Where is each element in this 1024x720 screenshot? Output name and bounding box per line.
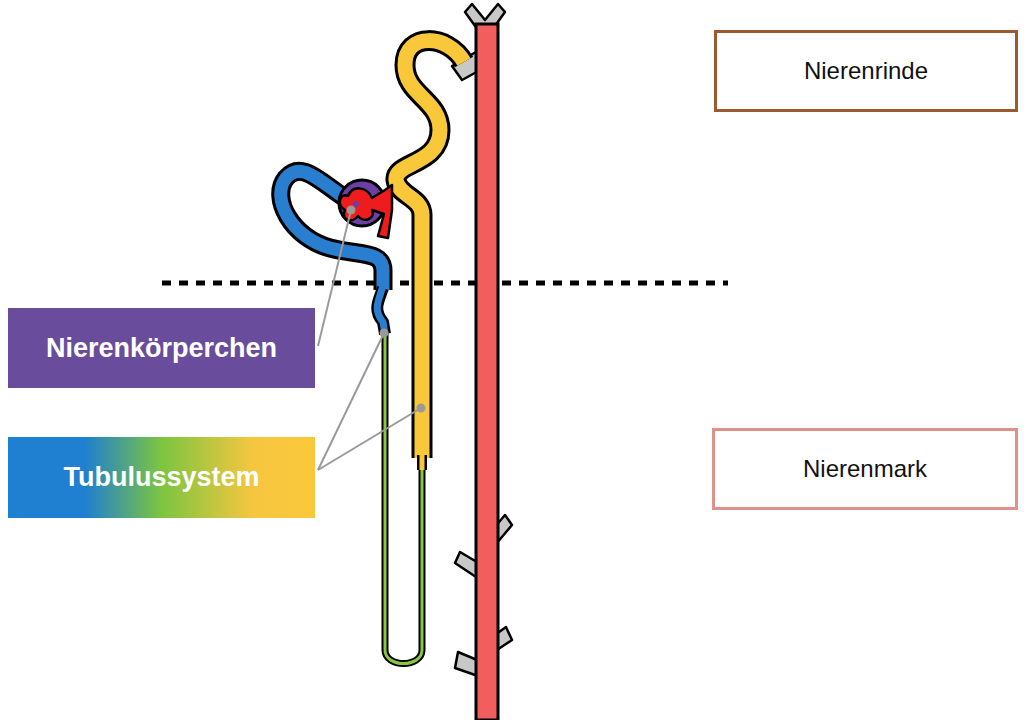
label-text: Nierenkörperchen xyxy=(46,333,277,364)
leader-lines xyxy=(318,207,425,471)
label-text: Nierenrinde xyxy=(804,57,928,85)
structure-label: Tubulussystem xyxy=(8,437,315,518)
region-box: Nierenmark xyxy=(712,428,1018,510)
blood-vessel xyxy=(465,4,505,720)
label-text: Nierenmark xyxy=(803,455,927,483)
distal-tubule xyxy=(396,41,464,470)
boundary-line xyxy=(162,281,728,286)
structure-label: Nierenkörperchen xyxy=(8,308,315,388)
label-text: Tubulussystem xyxy=(63,462,259,493)
region-box: Nierenrinde xyxy=(714,30,1018,112)
